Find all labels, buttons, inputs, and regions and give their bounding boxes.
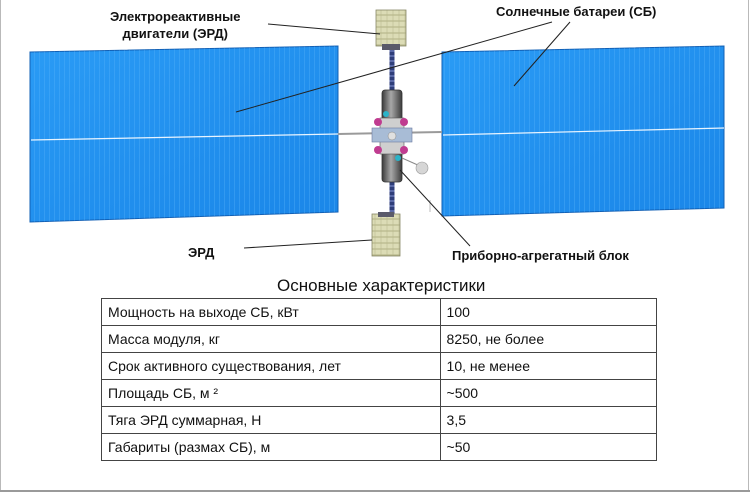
solar-panels-label: Солнечные батареи (СБ) xyxy=(496,4,657,19)
value-cell: 10, не менее xyxy=(439,352,658,380)
erd-label: ЭРД xyxy=(188,245,215,260)
param-cell: Тяга ЭРД суммарная, Н xyxy=(101,406,441,434)
param-cell: Срок активного существования, лет xyxy=(101,352,441,380)
slide-bottom-edge xyxy=(0,490,750,492)
table-row: Площадь СБ, м ² ~500 xyxy=(101,379,658,407)
value-cell: ~500 xyxy=(439,379,658,407)
slide-edge-right xyxy=(748,0,749,492)
param-cell: Масса модуля, кг xyxy=(101,325,441,353)
table-row: Тяга ЭРД суммарная, Н 3,5 xyxy=(101,406,658,434)
param-cell: Площадь СБ, м ² xyxy=(101,379,441,407)
top-thruster xyxy=(375,9,407,50)
value-cell: 100 xyxy=(439,298,658,326)
instrument-block-label: Приборно-агрегатный блок xyxy=(452,248,629,263)
slide-edge-left xyxy=(0,0,1,492)
table-row: Габариты (размах СБ), м ~50 xyxy=(101,433,658,461)
bottom-thruster xyxy=(371,212,401,257)
table-row: Масса модуля, кг 8250, не более xyxy=(101,325,658,353)
table-row: Срок активного существования, лет 10, не… xyxy=(101,352,658,380)
table-title: Основные характеристики xyxy=(277,276,486,295)
electric-thrusters-label: Электрореактивные двигатели (ЭРД) xyxy=(110,9,241,41)
right-solar-panel xyxy=(429,45,725,217)
value-cell: 8250, не более xyxy=(439,325,658,353)
param-cell: Габариты (размах СБ), м xyxy=(101,433,441,461)
leader-lines xyxy=(235,21,571,249)
specs-table: Мощность на выходе СБ, кВт 100 Масса мод… xyxy=(101,298,658,461)
param-cell: Мощность на выходе СБ, кВт xyxy=(101,298,441,326)
table-row: Мощность на выходе СБ, кВт 100 xyxy=(101,298,658,326)
value-cell: 3,5 xyxy=(439,406,658,434)
value-cell: ~50 xyxy=(439,433,658,461)
instrument-block xyxy=(371,89,429,183)
spacecraft-diagram xyxy=(29,9,725,257)
left-solar-panel xyxy=(29,45,339,223)
